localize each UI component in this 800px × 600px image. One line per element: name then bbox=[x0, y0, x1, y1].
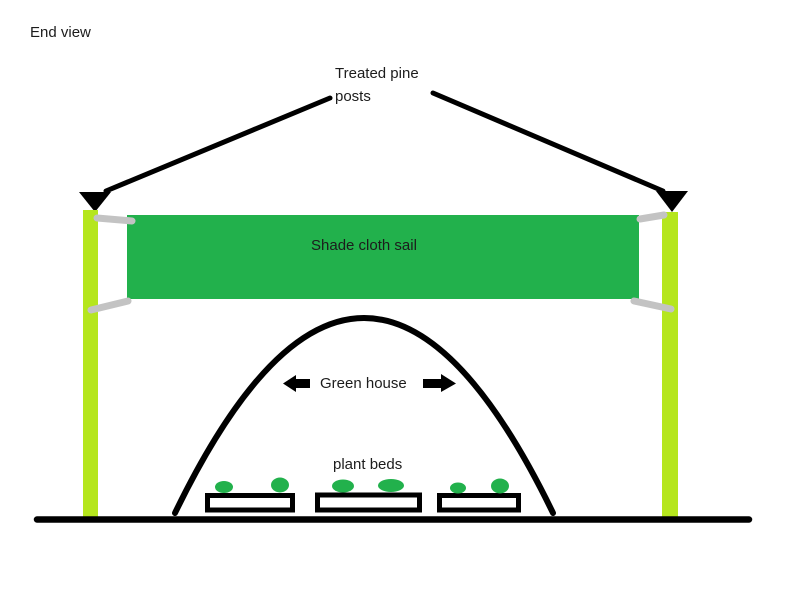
plant-blob bbox=[450, 482, 466, 494]
plant-blob bbox=[332, 479, 354, 493]
plant-bed-right bbox=[437, 493, 521, 513]
right-pine-post bbox=[662, 212, 678, 518]
sail-tie-bottom-right bbox=[630, 297, 675, 313]
greenhouse-arch bbox=[172, 315, 556, 516]
sail-tie-top-right bbox=[636, 211, 668, 223]
plant-beds-label: plant beds bbox=[333, 456, 403, 473]
plant-bed-left bbox=[205, 493, 295, 513]
treated-pine-posts-label-line1: Treated pine bbox=[335, 65, 419, 82]
treated-pine-posts-label-line2: posts bbox=[335, 88, 371, 105]
pointer-line-right-post bbox=[430, 90, 666, 194]
shade-cloth-sail bbox=[127, 215, 639, 299]
plant-blob bbox=[271, 477, 289, 493]
sail-tie-top-left bbox=[93, 214, 136, 225]
plant-blob bbox=[491, 478, 509, 494]
left-pine-post bbox=[83, 210, 98, 517]
plant-blob bbox=[215, 481, 233, 493]
pointer-line-left-post bbox=[103, 95, 333, 194]
arrow-down-icon bbox=[79, 192, 111, 212]
plant-bed-middle bbox=[315, 492, 422, 513]
shade-cloth-sail-label: Shade cloth sail bbox=[311, 237, 417, 254]
greenhouse-label: Green house bbox=[320, 375, 407, 392]
arrow-right-icon bbox=[423, 374, 456, 392]
arrow-down-icon bbox=[656, 191, 688, 212]
view-title: End view bbox=[30, 24, 91, 41]
arrow-left-icon bbox=[283, 375, 310, 392]
sail-tie-bottom-left bbox=[87, 297, 132, 314]
plant-blob bbox=[378, 479, 404, 492]
